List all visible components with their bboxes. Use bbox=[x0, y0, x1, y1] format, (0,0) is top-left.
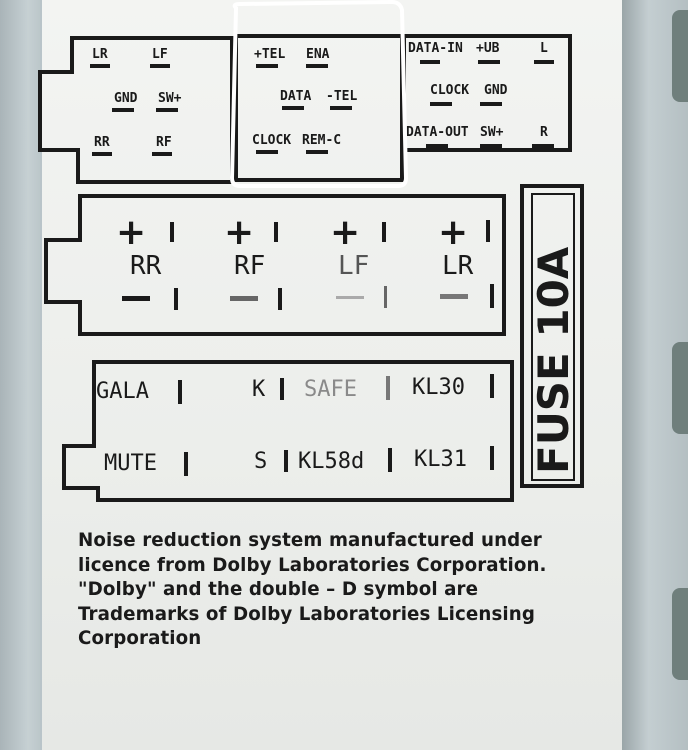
control-label-kl58d: KL58d bbox=[298, 449, 364, 474]
pin-mark-s bbox=[284, 450, 288, 472]
connector-b-outline bbox=[234, 34, 404, 182]
connector-a-outline bbox=[38, 36, 234, 184]
plus-sign-lr: + bbox=[438, 212, 468, 253]
fuse-inner-outline bbox=[531, 193, 575, 481]
connector-c-pin-bars bbox=[420, 60, 554, 148]
chassis-tab-top bbox=[672, 10, 688, 102]
pin-label-r: R bbox=[540, 125, 548, 140]
connector-b-pin-bars bbox=[256, 64, 352, 154]
pin-label-data-in: DATA-IN bbox=[408, 41, 463, 56]
pinout-label bbox=[42, 0, 622, 750]
pin-mark-rf-plus bbox=[274, 222, 278, 242]
pin-label-minus-tel: -TEL bbox=[326, 89, 357, 104]
channel-label-lr: LR bbox=[442, 251, 474, 281]
pin-label-sw-plus-c: SW+ bbox=[480, 125, 504, 140]
pin-label-clock: CLOCK bbox=[252, 133, 291, 148]
pin-label-lf: LF bbox=[152, 47, 168, 62]
control-connector-outline bbox=[62, 360, 514, 502]
chassis-tab-bottom bbox=[672, 588, 688, 680]
pin-label-data-out: DATA-OUT bbox=[406, 125, 469, 140]
speaker-connector-outline bbox=[44, 194, 506, 336]
pin-label-rf: RF bbox=[156, 135, 172, 150]
control-label-s: S bbox=[254, 449, 267, 474]
pin-label-l: L bbox=[540, 41, 548, 56]
pin-label-ena: ENA bbox=[306, 47, 330, 62]
pin-mark-kl30 bbox=[490, 374, 494, 398]
pin-mark-lf-minus bbox=[384, 286, 387, 308]
control-label-k: K bbox=[252, 377, 266, 402]
pin-label-rem-c: REM-C bbox=[302, 133, 341, 148]
pin-mark-rr-plus bbox=[170, 222, 174, 242]
highlight-box bbox=[229, 0, 409, 188]
pin-label-gnd: GND bbox=[114, 91, 138, 106]
control-label-gala: GALA bbox=[96, 379, 149, 404]
pin-mark-mute bbox=[184, 452, 188, 476]
fuse-outline bbox=[520, 184, 584, 488]
pin-mark-gala bbox=[178, 380, 182, 404]
pin-label-plus-tel: +TEL bbox=[254, 47, 285, 62]
connector-a-pin-bars bbox=[90, 64, 178, 156]
pin-label-sw-plus: SW+ bbox=[158, 91, 182, 106]
control-label-kl30: KL30 bbox=[412, 375, 465, 400]
radio-frame-left bbox=[0, 0, 40, 750]
control-label-mute: MUTE bbox=[104, 451, 157, 476]
channel-label-rf: RF bbox=[234, 251, 265, 281]
plus-sign-lf: + bbox=[330, 212, 360, 253]
pin-label-lr: LR bbox=[92, 47, 108, 62]
pin-mark-rf-minus bbox=[278, 288, 282, 310]
pin-mark-rr-minus bbox=[174, 288, 178, 310]
fuse-label: FUSE 10A bbox=[529, 246, 578, 474]
pin-label-data: DATA bbox=[280, 89, 311, 104]
pin-label-rr: RR bbox=[94, 135, 110, 150]
minus-sign-lf bbox=[336, 296, 364, 299]
minus-sign-lr bbox=[440, 294, 468, 299]
plus-sign-rr: + bbox=[116, 212, 146, 253]
pin-mark-k bbox=[280, 378, 284, 400]
pin-label-plus-ub: +UB bbox=[476, 41, 500, 56]
control-label-kl31: KL31 bbox=[414, 447, 467, 472]
channel-label-rr: RR bbox=[130, 251, 162, 281]
control-label-safe: SAFE bbox=[304, 377, 357, 402]
plus-sign-rf: + bbox=[224, 212, 254, 253]
chassis-tab-middle bbox=[672, 342, 688, 434]
notice-line-3: "Dolby" and the double – D symbol are bbox=[78, 578, 479, 600]
dolby-notice: Noise reduction system manufactured unde… bbox=[78, 528, 587, 651]
notice-line-5: Corporation bbox=[78, 627, 202, 649]
pin-mark-lr-minus bbox=[490, 284, 494, 308]
pin-mark-kl31 bbox=[490, 446, 494, 470]
notice-line-2: licence from Dolby Laboratories Corporat… bbox=[78, 553, 547, 576]
minus-sign-rf bbox=[230, 296, 258, 301]
notice-line-4: Trademarks of Dolby Laboratories Licensi… bbox=[78, 602, 535, 625]
pin-mark-kl58d bbox=[388, 448, 392, 472]
pin-mark-safe bbox=[386, 376, 390, 400]
pin-mark-lf-plus bbox=[382, 222, 386, 242]
minus-sign-rr bbox=[122, 296, 150, 301]
notice-line-1: Noise reduction system manufactured unde… bbox=[78, 529, 542, 551]
pin-label-clock-c: CLOCK bbox=[430, 83, 469, 98]
pin-mark-lr-plus bbox=[486, 220, 490, 242]
pin-label-gnd-c: GND bbox=[484, 83, 508, 98]
channel-label-lf: LF bbox=[338, 251, 369, 281]
